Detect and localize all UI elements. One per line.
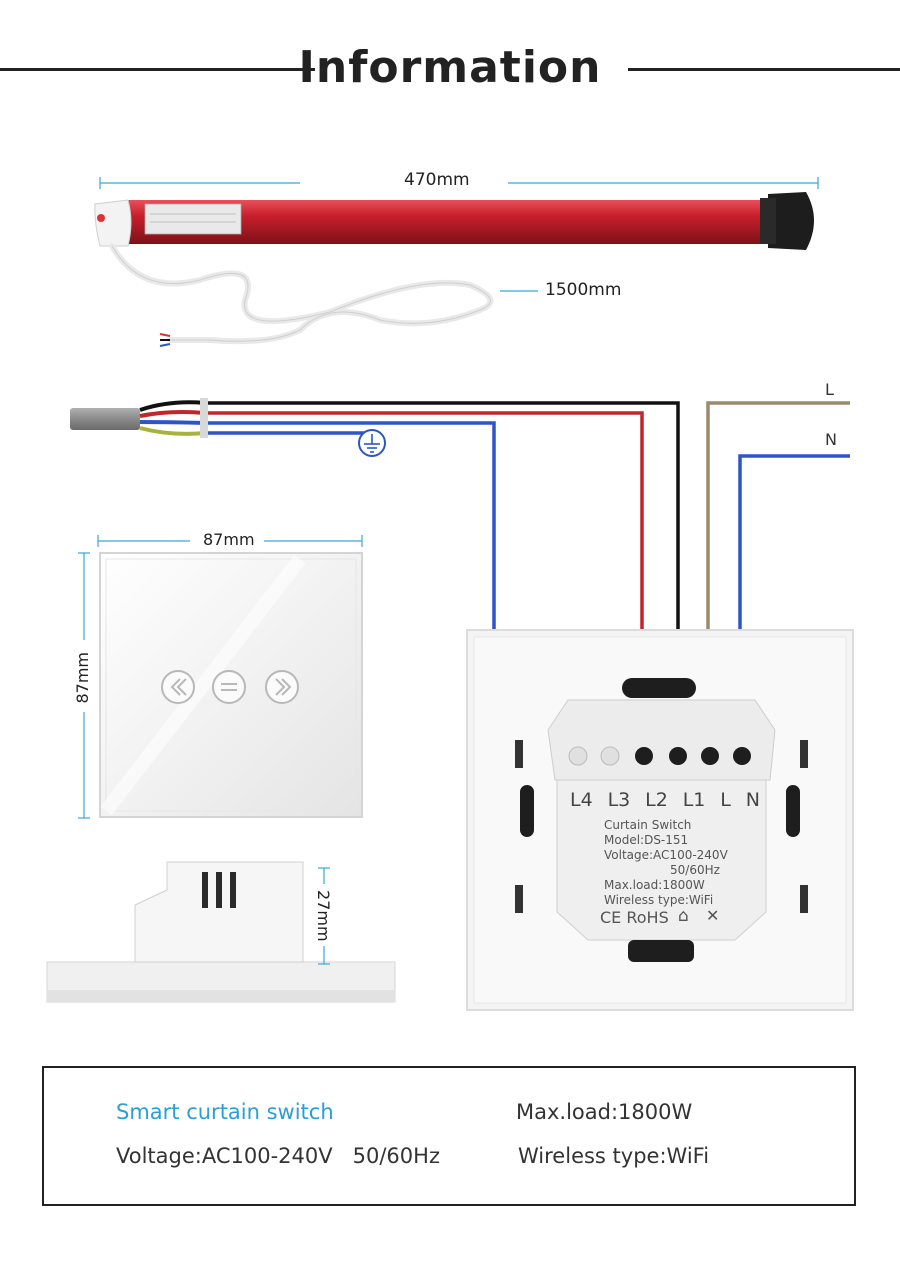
switch-side-profile (46, 861, 396, 1003)
terminal-l: L (720, 789, 731, 811)
switch-front-panel (99, 552, 363, 818)
page-title: Information (298, 42, 602, 93)
house-icon: ⌂ (678, 906, 689, 926)
motor-label-sticker (144, 203, 242, 235)
certification-marks: CE RoHS (600, 908, 669, 927)
tubular-motor (94, 192, 814, 250)
terminal-l4: L4 (570, 789, 593, 811)
close-curtain-icon (265, 670, 299, 704)
terminal-l2: L2 (645, 789, 668, 811)
motor-cable (111, 245, 491, 342)
back-label-line-2: Model:DS-151 (604, 833, 689, 847)
panel-width-label: 87mm (197, 530, 261, 549)
weee-bin-icon: ✕ (706, 906, 720, 925)
back-label-line-5: Max.load:1800W (604, 878, 705, 892)
title-rule-left (0, 68, 315, 71)
panel-height-label: 87mm (73, 646, 92, 710)
neutral-label: N (825, 430, 837, 449)
back-label-area (556, 779, 767, 941)
back-label-text: Curtain Switch Model:DS-151 Voltage:AC10… (604, 818, 728, 908)
header: Information (0, 30, 900, 110)
terminal-labels: L4 L3 L2 L1 L N (570, 789, 760, 811)
open-curtain-icon (161, 670, 195, 704)
ground-icon (358, 429, 386, 457)
cable-length-label: 1500mm (539, 280, 628, 300)
back-label-line-6: Wireless type:WiFi (604, 893, 714, 907)
wireless-spec: Wireless type:WiFi (518, 1144, 710, 1168)
voltage-spec: Voltage:AC100-240V 50/60Hz (116, 1144, 440, 1168)
terminal-l1: L1 (682, 789, 706, 811)
back-label-line-1: Curtain Switch (604, 818, 692, 832)
back-label-line-4: 50/60Hz (670, 863, 720, 877)
switch-back-panel (466, 629, 854, 1011)
panel-depth-label: 27mm (314, 886, 333, 946)
spec-box: Smart curtain switch Max.load:1800W Volt… (42, 1066, 856, 1206)
title-rule-right (628, 68, 900, 71)
terminal-l3: L3 (607, 789, 631, 811)
terminal-n: N (745, 789, 760, 811)
line-label: L (825, 380, 834, 399)
product-illustration (46, 177, 854, 1011)
stop-curtain-icon (212, 670, 246, 704)
wiring-cable (70, 408, 140, 430)
product-name: Smart curtain switch (116, 1100, 334, 1124)
back-label-line-3: Voltage:AC100-240V (604, 848, 728, 862)
max-load-spec: Max.load:1800W (516, 1100, 693, 1124)
motor-length-label: 470mm (398, 170, 476, 190)
